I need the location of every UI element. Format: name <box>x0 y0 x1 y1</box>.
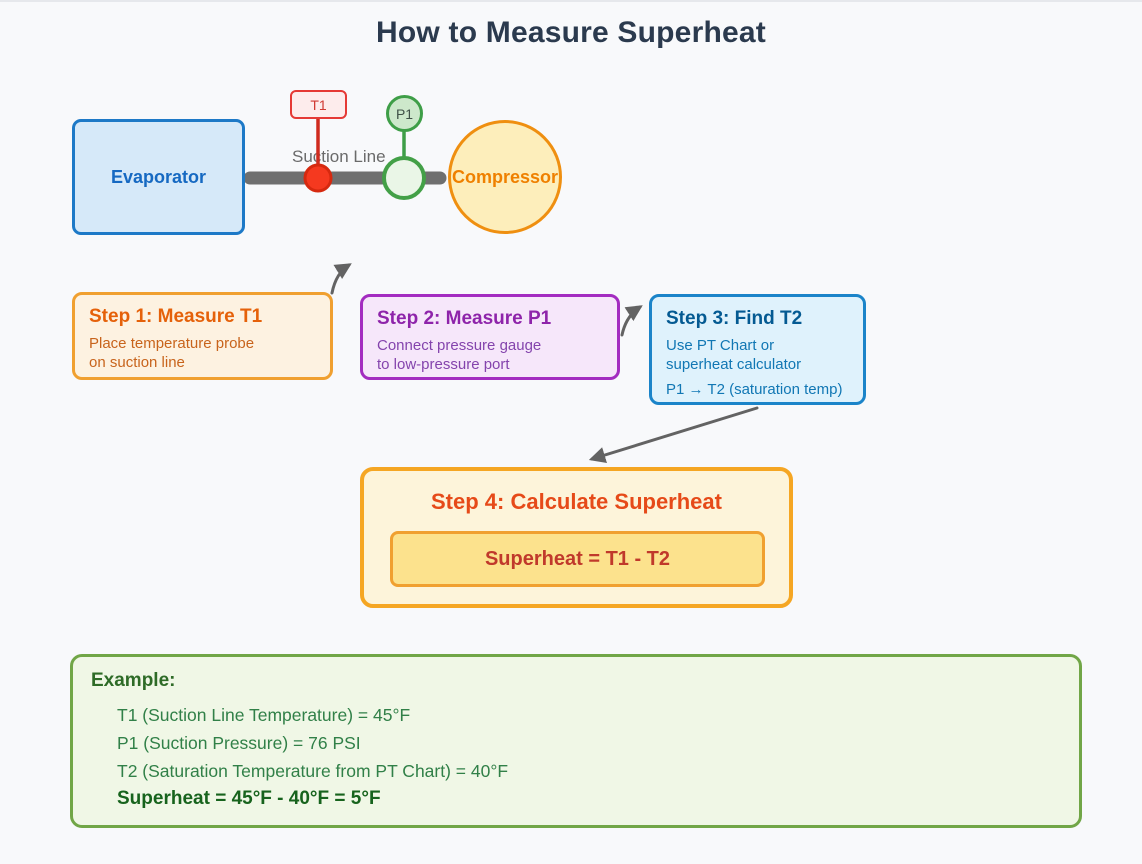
step1-line2: on suction line <box>89 354 185 371</box>
arrow-step2-to-step3 <box>620 305 643 337</box>
superheat-formula-box: Superheat = T1 - T2 <box>390 531 765 587</box>
example-line-t2: T2 (Saturation Temperature from PT Chart… <box>117 761 509 781</box>
t1-probe-dot <box>303 163 333 193</box>
step3-line2: superheat calculator <box>666 356 802 373</box>
arrow-step3-to-step4 <box>588 406 759 463</box>
step2-title: Step 2: Measure P1 <box>377 308 552 329</box>
t1-label: T1 <box>310 96 327 113</box>
p1-label: P1 <box>395 105 414 122</box>
evaporator-label: Evaporator <box>110 166 207 187</box>
compressor-node: Compressor <box>448 120 562 234</box>
compressor-label: Compressor <box>451 166 559 187</box>
step2-line1: Connect pressure gauge <box>377 337 542 354</box>
example-result: Superheat = 45°F - 40°F = 5°F <box>117 788 381 809</box>
example-box: Example: T1 (Suction Line Temperature) =… <box>70 654 1082 828</box>
step3-box: Step 3: Find T2 Use PT Chart or superhea… <box>649 294 866 405</box>
t1-sensor-badge: T1 <box>290 90 347 119</box>
step1-box: Step 1: Measure T1 Place temperature pro… <box>72 292 333 380</box>
step3-line1: Use PT Chart or <box>666 337 775 354</box>
step3-title: Step 3: Find T2 <box>666 308 803 329</box>
arrow-step1-to-step2 <box>330 263 352 295</box>
step2-box: Step 2: Measure P1 Connect pressure gaug… <box>360 294 620 380</box>
example-title: Example: <box>91 670 176 691</box>
evaporator-node: Evaporator <box>72 119 245 235</box>
step4-title: Step 4: Calculate Superheat <box>431 489 722 514</box>
step1-title: Step 1: Measure T1 <box>89 306 263 327</box>
step2-line2: to low-pressure port <box>377 356 510 373</box>
p1-gauge-badge: P1 <box>386 95 423 132</box>
suction-line-label: Suction Line <box>292 147 386 166</box>
step1-line1: Place temperature probe <box>89 335 255 352</box>
p1-junction-circle <box>382 156 426 200</box>
step3-note: P1 → T2 (saturation temp) <box>666 381 843 398</box>
page-title: How to Measure Superheat <box>376 16 766 49</box>
example-line-p1: P1 (Suction Pressure) = 76 PSI <box>117 733 361 753</box>
example-line-t1: T1 (Suction Line Temperature) = 45°F <box>117 705 411 725</box>
